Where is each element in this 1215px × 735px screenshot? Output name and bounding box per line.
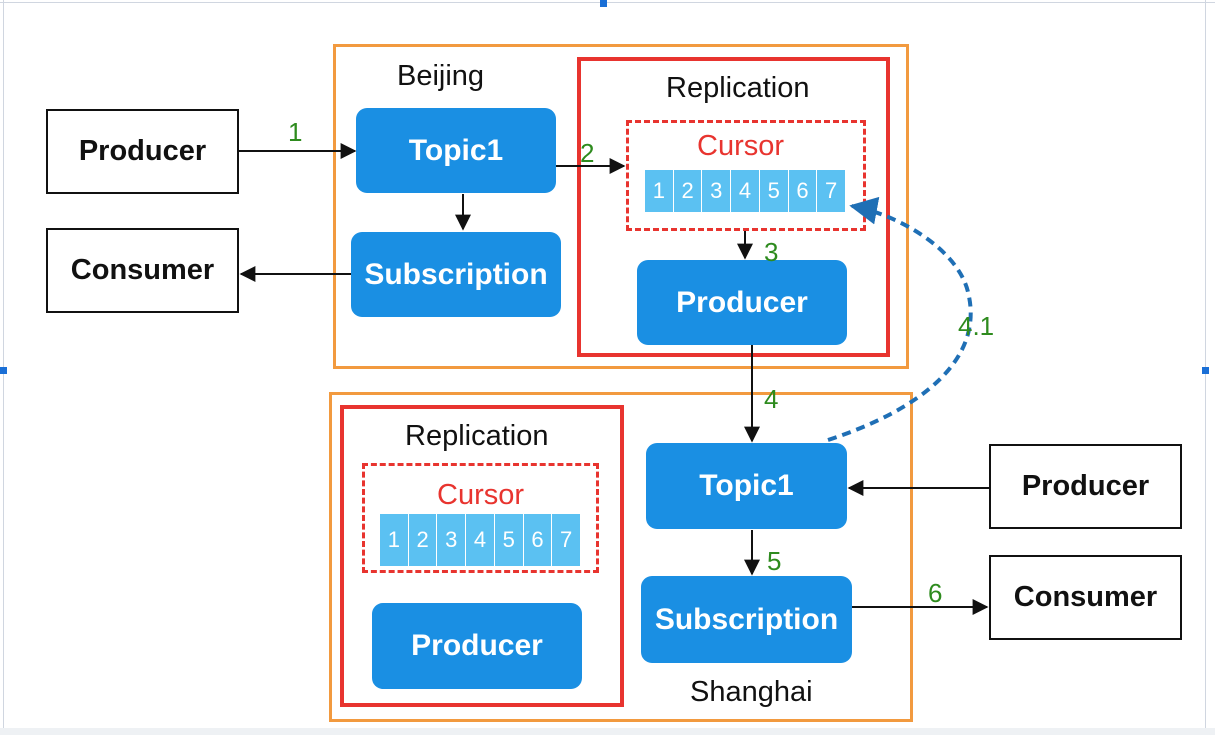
cursor-cell: 4	[465, 514, 494, 566]
shanghai-cursor-label: Cursor	[437, 479, 525, 511]
shanghai-label: Shanghai	[690, 676, 813, 708]
step-label-2: 2	[580, 138, 595, 168]
beijing-region	[333, 44, 909, 369]
step-label-6: 6	[928, 578, 943, 608]
cursor-cell: 6	[522, 514, 552, 566]
resize-handle-right[interactable]	[1202, 367, 1209, 374]
cursor-cell: 7	[816, 170, 845, 212]
beijing-external-consumer[interactable]: Consumer	[46, 228, 239, 313]
resize-handle-left[interactable]	[0, 367, 7, 374]
shanghai-replication-box	[340, 405, 624, 707]
cursor-cell: 2	[407, 514, 437, 566]
cursor-cell: 6	[787, 170, 817, 212]
shanghai-cursor-box	[362, 463, 599, 573]
shanghai-external-producer[interactable]: Producer	[989, 444, 1182, 529]
beijing-cursor-label: Cursor	[697, 130, 785, 162]
shanghai-external-consumer[interactable]: Consumer	[989, 555, 1182, 640]
beijing-cursor-box	[626, 120, 866, 231]
beijing-topic[interactable]: Topic1	[356, 108, 556, 193]
beijing-replication-producer[interactable]: Producer	[637, 260, 847, 345]
cursor-cell: 5	[493, 514, 523, 566]
step-label-4: 4	[764, 384, 779, 414]
beijing-label: Beijing	[397, 60, 485, 92]
step-label-5: 5	[767, 546, 782, 576]
arrow-step-4-1-ack	[827, 196, 973, 442]
resize-handle-top[interactable]	[600, 0, 607, 7]
step-label-3: 3	[764, 237, 779, 267]
beijing-replication-title: Replication	[666, 72, 810, 104]
step-label-1: 1	[288, 117, 303, 147]
cursor-cell: 5	[758, 170, 788, 212]
frame-top-line	[0, 2, 1215, 3]
shanghai-topic[interactable]: Topic1	[646, 443, 847, 529]
frame-bottom-strip	[0, 728, 1215, 735]
shanghai-replication-title: Replication	[405, 420, 549, 452]
cursor-cell: 2	[672, 170, 702, 212]
shanghai-subscription[interactable]: Subscription	[641, 576, 852, 663]
step-label-4-1: 4.1	[958, 311, 995, 341]
beijing-replication-box	[577, 57, 890, 357]
beijing-external-producer[interactable]: Producer	[46, 109, 239, 194]
shanghai-replication-producer[interactable]: Producer	[372, 603, 582, 689]
beijing-subscription[interactable]: Subscription	[351, 232, 561, 317]
cursor-cell: 4	[730, 170, 759, 212]
cursor-cell: 1	[387, 527, 400, 552]
cursor-cell: 1	[652, 178, 665, 203]
cursor-cell: 3	[701, 170, 730, 212]
shanghai-region	[329, 392, 913, 722]
cursor-cell: 7	[551, 514, 580, 566]
cursor-cell: 3	[436, 514, 465, 566]
